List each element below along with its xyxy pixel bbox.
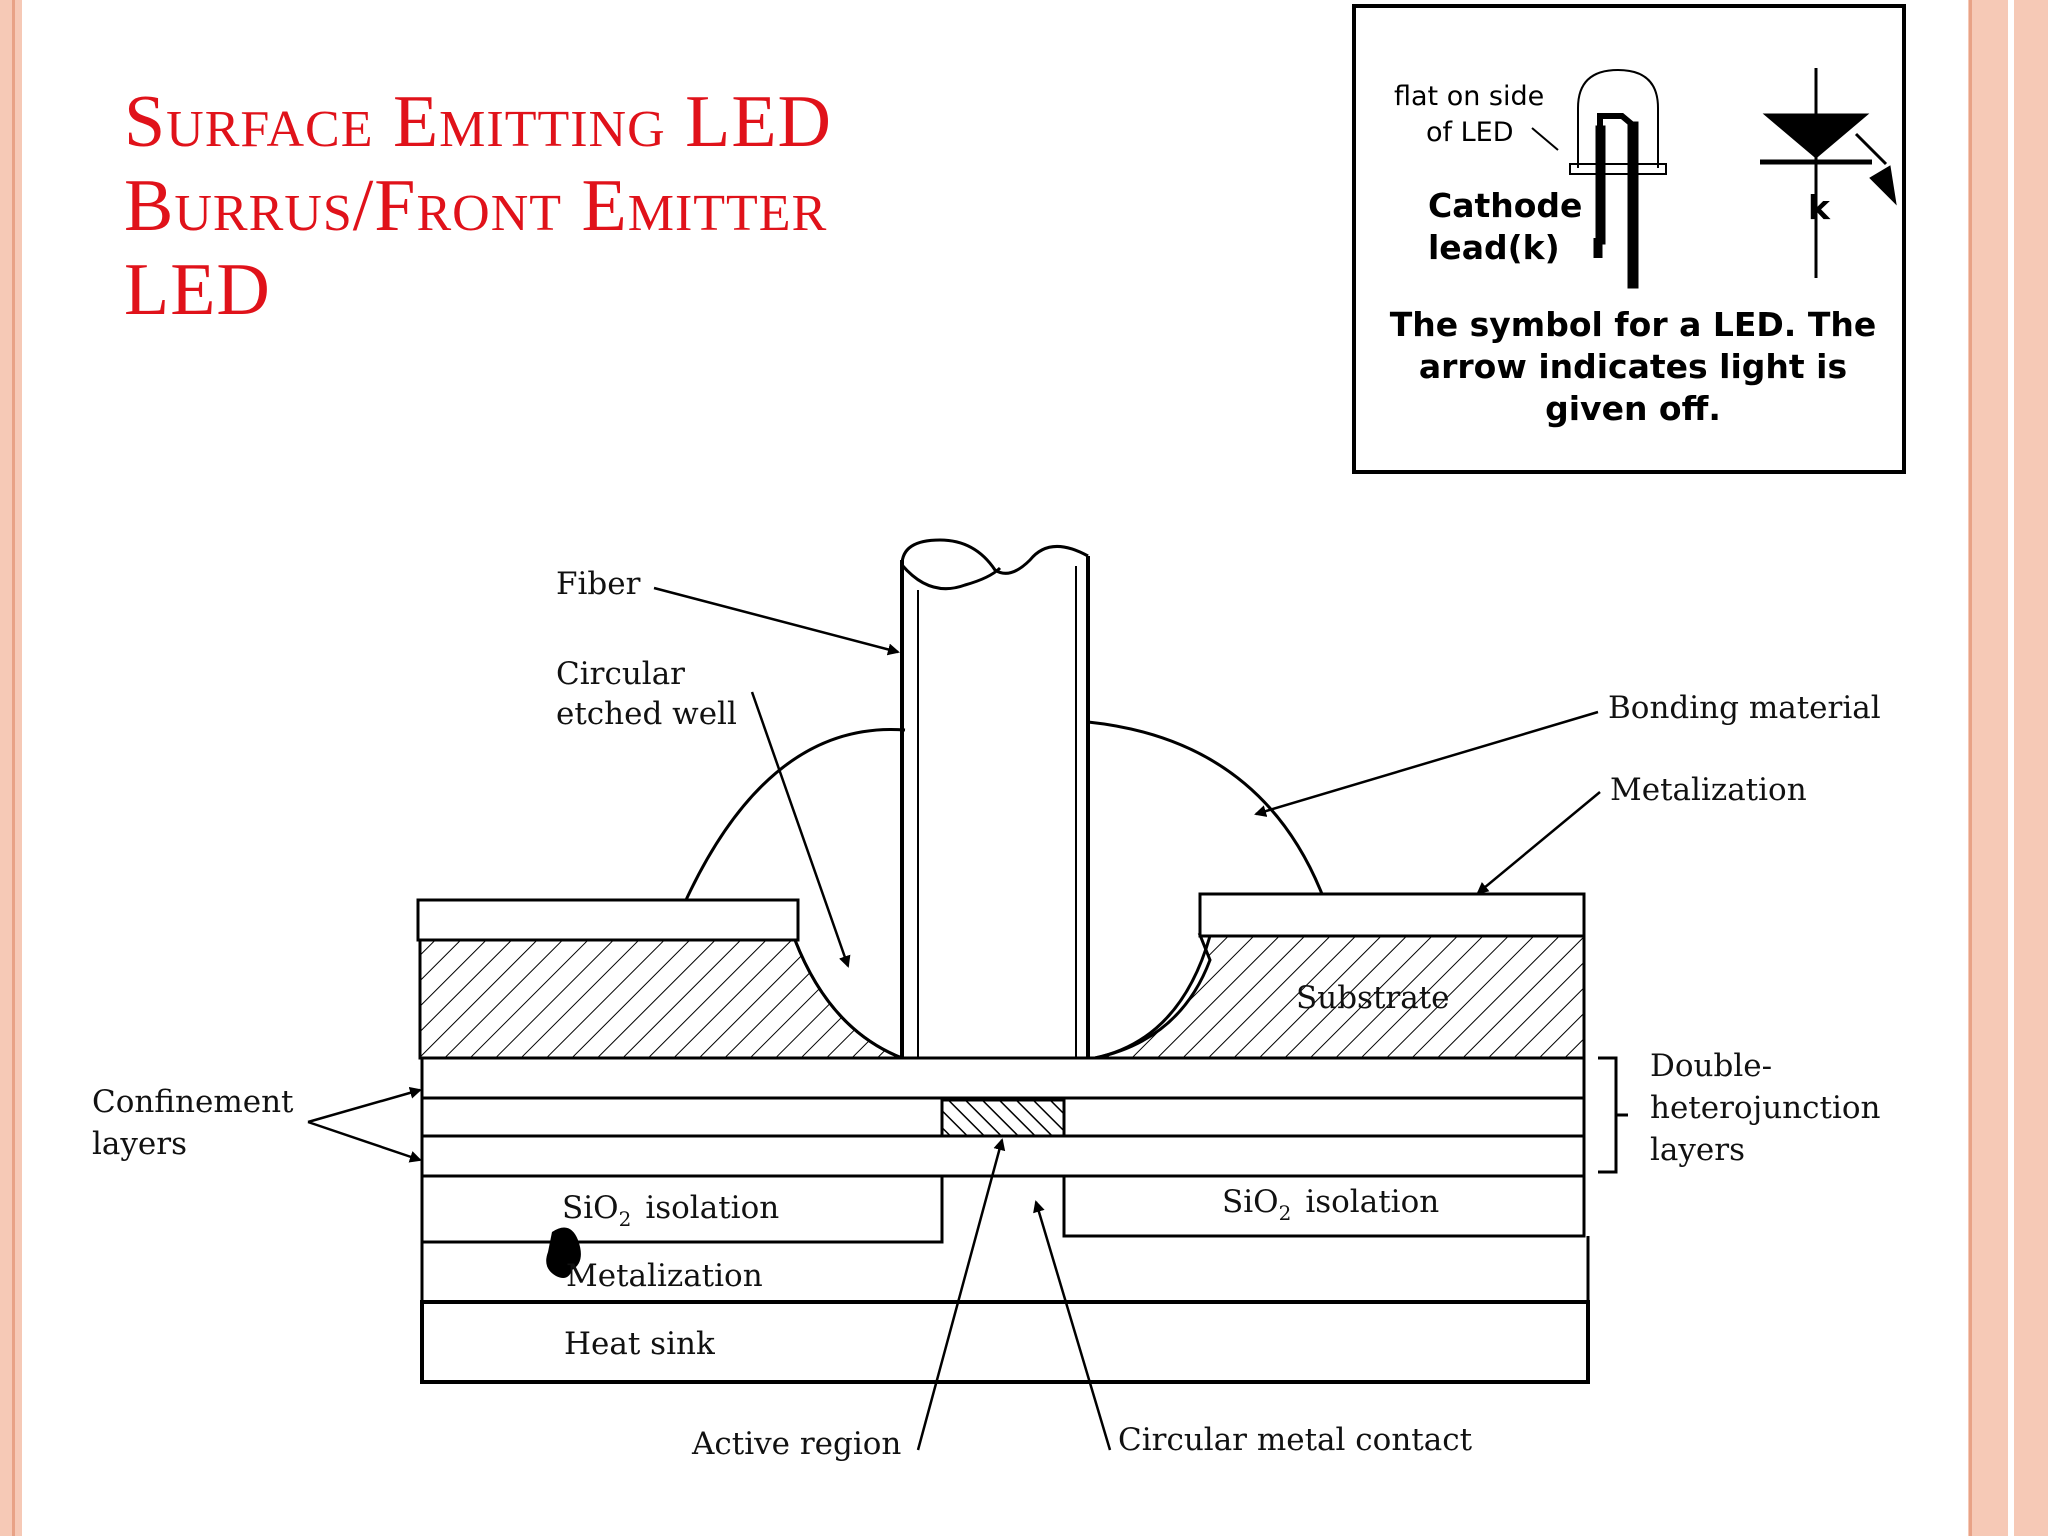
flat-side-label-2: of LED: [1426, 117, 1514, 148]
confinement-arrow-top: [307, 1086, 422, 1124]
bonding-material-dome: [684, 727, 906, 901]
caption-line-1: The symbol for a LED. The: [1389, 305, 1877, 344]
etched-well-arrow: [750, 691, 851, 968]
substrate-label: Substrate: [1296, 980, 1450, 1016]
slide-right-border-stripe: [2008, 0, 2014, 1536]
title-line-2: Burrus/Front Emitter: [124, 165, 828, 247]
confinement-layer-bottom: [420, 1134, 1586, 1178]
cathode-label-1: Cathode: [1428, 186, 1583, 225]
heat-sink: [420, 1300, 1590, 1384]
etched-well-label-2: etched well: [556, 696, 737, 732]
ink-blot: [546, 1227, 581, 1278]
diode-symbol-icon: [1760, 68, 1897, 278]
cathode-k-label: k: [1808, 188, 1830, 227]
led-drawing: [1531, 68, 1897, 289]
metalization-top-label: Metalization: [1610, 772, 1807, 808]
etched-well-label-1: Circular: [556, 656, 685, 692]
led-symbol-inset: flat on side of LED Cathode lead(k) k Th…: [1352, 4, 1906, 474]
confinement-layer-top: [420, 1056, 1586, 1100]
active-region-arrow: [916, 1138, 1006, 1451]
led-package-icon: [1531, 68, 1667, 289]
metalization-bottom-label: Metalization: [566, 1258, 763, 1294]
dh-bracket: [1598, 1056, 1628, 1174]
fiber-arrow: [653, 586, 900, 656]
metal-contact-arrow: [1033, 1200, 1112, 1451]
slide-right-border-line: [1969, 0, 1972, 1536]
cathode-label-2: lead(k): [1428, 228, 1560, 267]
metal-contact-label: Circular metal contact: [1118, 1422, 1473, 1458]
flat-side-label-1: flat on side: [1394, 81, 1545, 112]
bonding-material-dome-right: [1087, 720, 1324, 895]
active-region-label: Active region: [691, 1426, 901, 1462]
slide-title: Surface Emitting LED Burrus/Front Emitte…: [124, 80, 832, 332]
heat-sink-label: Heat sink: [564, 1326, 715, 1362]
metalization-top-arrow: [1476, 791, 1601, 895]
title-line-3: LED: [124, 249, 271, 331]
bonding-material-label: Bonding material: [1608, 690, 1881, 726]
slide-left-border: [0, 0, 22, 1536]
metalization-pad-right: [1198, 892, 1586, 938]
dh-label-3: layers: [1650, 1132, 1745, 1168]
caption-line-3: given off.: [1545, 389, 1721, 428]
title-line-1: Surface Emitting LED: [124, 81, 833, 163]
fiber: [900, 556, 1090, 1060]
fiber-label: Fiber: [556, 566, 641, 602]
confinement-arrow-bottom: [307, 1120, 422, 1163]
sio2-isolation-right: [1062, 1174, 1586, 1238]
dh-label-2: heterojunction: [1650, 1090, 1881, 1126]
slide-left-border-line: [12, 0, 15, 1536]
caption-line-2: arrow indicates light is: [1418, 347, 1848, 386]
substrate-left: [418, 938, 903, 1060]
active-region: [940, 1098, 1066, 1138]
confinement-label-1: Confinement: [92, 1084, 294, 1120]
confinement-label-2: layers: [92, 1126, 187, 1162]
metalization-pad-left: [416, 898, 800, 942]
dh-label-1: Double-: [1650, 1048, 1772, 1084]
bonding-material-arrow: [1254, 710, 1599, 817]
sio2-isolation-left: [420, 1174, 944, 1244]
led-caption: The symbol for a LED. The arrow indicate…: [1376, 304, 1890, 430]
